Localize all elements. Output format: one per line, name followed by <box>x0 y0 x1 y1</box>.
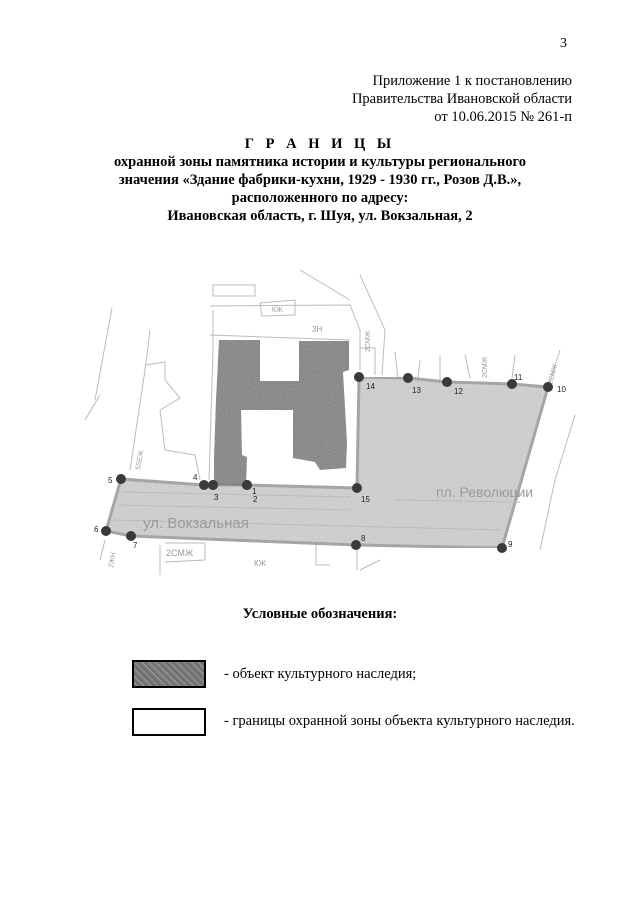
boundary-points <box>101 372 553 553</box>
legend-label-zone: - границы охранной зоны объекта культурн… <box>224 713 575 729</box>
title-main: Г Р А Н И Ц Ы <box>244 136 396 152</box>
building-label: 2СМЖ <box>365 330 372 352</box>
boundary-point-label: 14 <box>366 382 375 391</box>
title-line-3: расположенного по адресу: <box>231 190 409 206</box>
street-lines <box>112 491 521 531</box>
boundary-point-14 <box>354 372 364 382</box>
boundary-point-4 <box>199 480 209 490</box>
appendix-line-2: Правительства Ивановской области <box>351 91 572 107</box>
page-number: 3 <box>560 36 567 51</box>
building-label: 5ЅЕЖ <box>135 449 145 470</box>
boundary-point-7 <box>126 531 136 541</box>
background-map-lines <box>84 269 576 575</box>
boundary-point-label: 11 <box>514 373 523 382</box>
boundary-point-label: 4 <box>193 473 198 482</box>
boundary-point-3 <box>208 480 218 490</box>
boundary-point-9 <box>497 543 507 553</box>
street-label-revolution-square: пл. Революции <box>436 484 533 500</box>
legend-label-heritage: - объект культурного наследия; <box>224 666 417 682</box>
building-label: 2СМЖ <box>166 548 194 558</box>
legend-swatch-heritage <box>132 660 206 688</box>
boundary-point-10 <box>543 382 553 392</box>
legend-title: Условные обозначения: <box>242 606 398 622</box>
boundary-point-8 <box>351 540 361 550</box>
boundary-point-13 <box>403 373 413 383</box>
boundary-point-label: 6 <box>94 525 99 534</box>
building-label: 2СМЖ <box>547 363 559 386</box>
building-label: КЖ <box>254 559 267 568</box>
boundary-point-label: 12 <box>454 387 463 396</box>
legend-swatch-zone <box>132 708 206 736</box>
protection-zone <box>104 375 550 550</box>
boundary-point-12 <box>442 377 452 387</box>
boundary-point-label: 8 <box>361 534 366 543</box>
boundary-point-label: 13 <box>412 386 421 395</box>
building-label: КЖ <box>272 307 283 314</box>
boundary-point-label: 2 <box>253 495 258 504</box>
boundary-point-label: 15 <box>361 495 370 504</box>
boundary-point-label: 9 <box>508 540 513 549</box>
title-line-4: Ивановская область, г. Шуя, ул. Вокзальн… <box>167 208 473 224</box>
building-label: 2СМЖ <box>482 356 489 378</box>
boundary-point-label: 10 <box>557 385 566 394</box>
document-title: Г Р А Н И Ц Ы охранной зоны памятника ис… <box>0 135 640 225</box>
boundary-point-11 <box>507 379 517 389</box>
appendix-line-3: от 10.06.2015 № 261-п <box>434 109 572 125</box>
building-label: 2ЖН <box>108 552 118 568</box>
boundary-point-5 <box>116 474 126 484</box>
title-line-2: значения «Здание фабрики-кухни, 1929 - 1… <box>118 172 522 188</box>
boundary-point-label: 7 <box>133 541 138 550</box>
boundary-point-label: 5 <box>108 476 113 485</box>
heritage-building <box>214 340 349 486</box>
boundary-point-label: 1 <box>252 487 257 496</box>
boundary-point-2 <box>242 480 252 490</box>
boundary-point-15 <box>352 483 362 493</box>
boundary-point-6 <box>101 526 111 536</box>
appendix-line-1: Приложение 1 к постановлению <box>372 73 572 89</box>
title-line-1: охранной зоны памятника истории и культу… <box>114 154 526 170</box>
boundary-point-label: 3 <box>214 493 219 502</box>
street-label-vokzalnaya: ул. Вокзальная <box>143 515 249 532</box>
building-label: 3Н <box>312 325 322 334</box>
